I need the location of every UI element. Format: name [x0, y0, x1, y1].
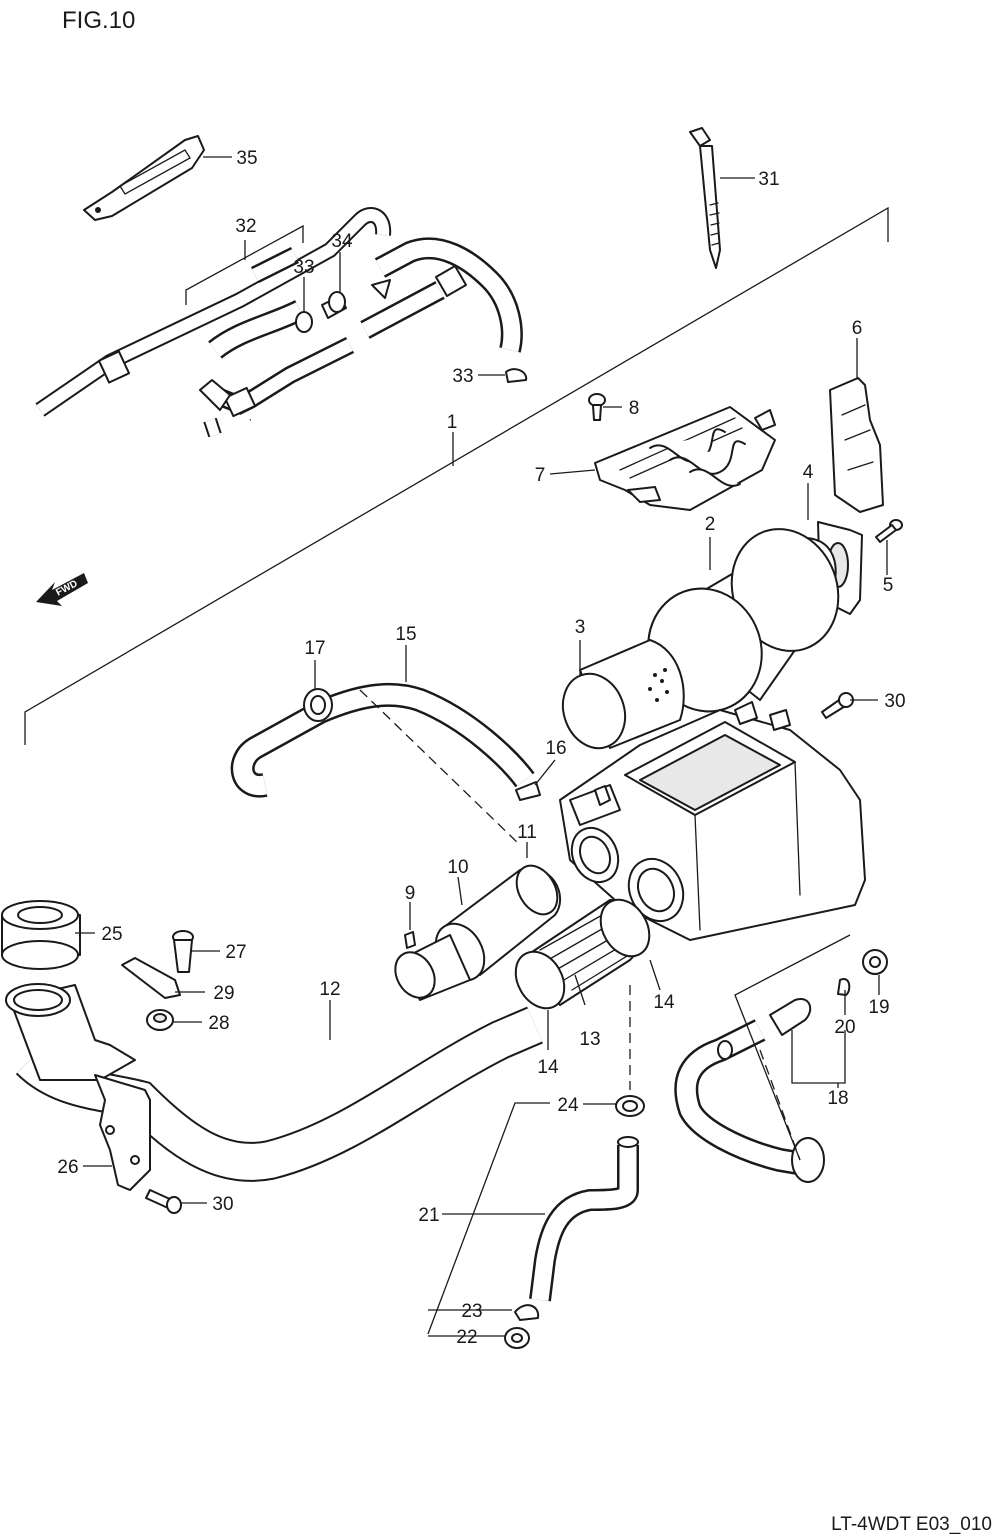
part-30-bolt-lower — [145, 1189, 182, 1214]
group-line-assembly — [24, 206, 889, 745]
callout-3: 3 — [575, 617, 586, 638]
callout-29: 29 — [213, 983, 234, 1004]
callout-14-right: 14 — [653, 992, 675, 1013]
part-17-clamp — [303, 688, 333, 722]
callout-20: 20 — [834, 1017, 855, 1038]
callout-31: 31 — [758, 169, 779, 190]
assembly-line-15 — [359, 689, 521, 846]
callout-9: 9 — [405, 883, 416, 904]
part-11-ring — [570, 826, 620, 884]
part-20-clip — [837, 978, 851, 996]
part-29-bracket — [121, 957, 181, 999]
callout-7: 7 — [535, 465, 546, 486]
callout-15: 15 — [395, 624, 416, 645]
callout-22: 22 — [456, 1327, 477, 1348]
part-8-screw — [588, 393, 606, 421]
callout-32: 32 — [235, 216, 256, 237]
callout-14-left: 14 — [537, 1057, 559, 1078]
part-33-clip — [295, 311, 313, 333]
callout-labels: 1 2 3 4 5 6 7 8 9 10 11 12 13 14 14 15 1… — [57, 148, 905, 1348]
callout-17: 17 — [304, 638, 325, 659]
callout-26: 26 — [57, 1157, 78, 1178]
callout-2: 2 — [705, 514, 716, 535]
part-13-boot — [514, 898, 651, 1010]
part-23-clip — [514, 1304, 540, 1321]
callout-33-upper: 33 — [293, 257, 314, 278]
callout-24: 24 — [557, 1095, 579, 1116]
part-34-connector — [321, 291, 347, 319]
callout-16: 16 — [545, 738, 566, 759]
callout-27: 27 — [225, 942, 246, 963]
part-10-boot — [434, 864, 561, 982]
callout-25: 25 — [101, 924, 122, 945]
drawing-code: LT-4WDT E03_010 — [831, 1514, 992, 1535]
part-33-clip-lower — [505, 368, 528, 383]
callout-8: 8 — [629, 398, 640, 419]
callout-23: 23 — [461, 1301, 482, 1322]
part-2-filter — [647, 528, 840, 713]
leader-13b — [574, 974, 586, 1006]
part-27-bolt — [172, 930, 194, 973]
part-12-intake-pipe — [5, 934, 543, 1182]
part-9-bolt — [404, 931, 416, 949]
callout-6: 6 — [852, 318, 863, 339]
callout-10: 10 — [447, 857, 468, 878]
callout-30-upper: 30 — [884, 691, 905, 712]
part-15-hose — [230, 682, 535, 798]
part-18-hose — [674, 998, 825, 1183]
part-7-cover — [594, 406, 776, 511]
fwd-arrow-icon: FWD — [36, 573, 88, 606]
callout-28: 28 — [208, 1013, 229, 1034]
part-32-hose-assembly — [24, 207, 523, 492]
figure-title: FIG.10 — [62, 7, 135, 34]
part-24-clamp — [615, 1095, 645, 1117]
part-26-bracket — [94, 1074, 151, 1191]
part-3-screen — [561, 639, 685, 750]
callout-1: 1 — [447, 412, 458, 433]
part-22-clamp — [504, 1327, 530, 1349]
callout-11: 11 — [517, 822, 537, 843]
part-31-cable-tie — [689, 127, 721, 269]
callout-34: 34 — [331, 231, 353, 252]
part-19-clamp — [862, 949, 888, 975]
callout-35: 35 — [236, 148, 257, 169]
part-30-bolt-upper — [821, 692, 854, 719]
part-21-drain-hose — [529, 1136, 639, 1302]
part-5-screw — [875, 519, 903, 543]
callout-5: 5 — [883, 575, 894, 596]
callout-19: 19 — [868, 997, 889, 1018]
part-16-clip — [515, 781, 541, 801]
part-6-outlet — [829, 377, 884, 513]
callout-4: 4 — [803, 462, 814, 483]
callout-33-lower: 33 — [452, 366, 473, 387]
callout-30-lower: 30 — [212, 1194, 233, 1215]
callout-18: 18 — [827, 1088, 848, 1109]
intake-port — [627, 857, 685, 923]
part-25-grommet — [1, 900, 81, 970]
assembly-line-drain — [734, 934, 851, 1161]
callout-12: 12 — [319, 979, 340, 1000]
leader-lines — [75, 156, 888, 1337]
fwd-label: FWD — [54, 578, 79, 598]
part-28-cushion — [146, 1009, 174, 1031]
callout-21: 21 — [418, 1205, 439, 1226]
part-35-bracket — [83, 135, 205, 221]
callout-13: 13 — [579, 1029, 600, 1050]
